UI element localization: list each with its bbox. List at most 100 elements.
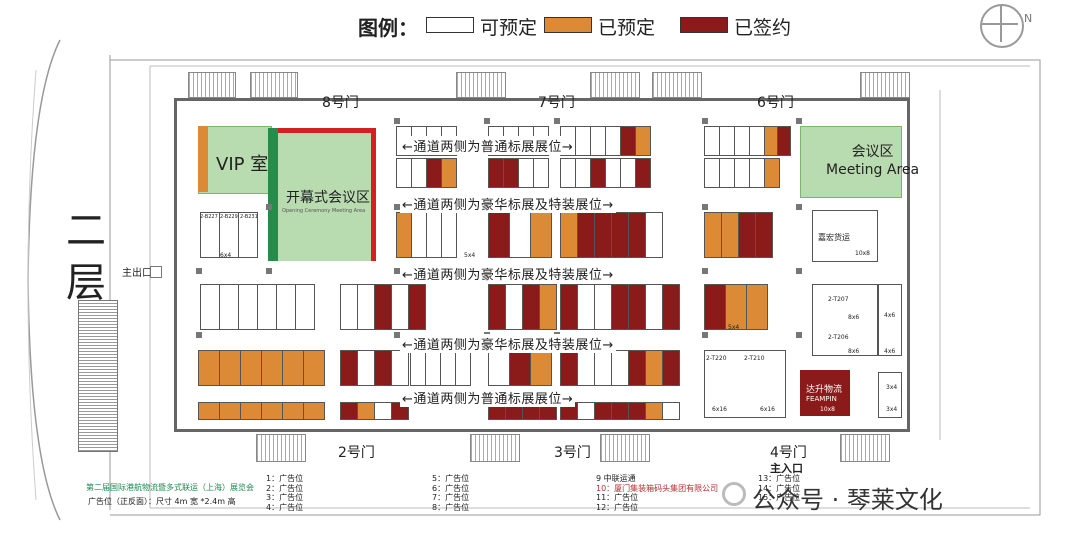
booth[interactable] [611,350,629,386]
booth[interactable] [620,158,636,188]
booth[interactable] [357,402,375,420]
booth[interactable] [441,158,457,188]
booth[interactable] [590,158,606,188]
booth[interactable] [749,158,765,188]
booth[interactable] [219,350,241,386]
booth[interactable] [704,158,720,188]
booth[interactable] [577,402,595,420]
booth[interactable] [503,158,519,188]
booth-t220[interactable] [704,350,786,418]
booth[interactable] [539,284,557,330]
booth[interactable] [488,158,504,188]
booth[interactable] [261,402,283,420]
booth[interactable] [635,126,651,156]
booth[interactable] [734,158,750,188]
booth[interactable] [295,284,315,330]
booth[interactable] [764,126,778,156]
booth[interactable] [746,284,768,330]
booth[interactable] [357,350,375,386]
booth[interactable] [734,126,750,156]
booth[interactable] [560,350,578,386]
booth[interactable] [560,284,578,330]
booth[interactable] [282,350,304,386]
booth[interactable] [594,402,612,420]
booth[interactable] [396,212,412,258]
booth[interactable] [509,212,531,258]
booth[interactable] [577,350,595,386]
booth[interactable] [662,350,680,386]
booth[interactable] [410,350,426,386]
booth-jiahong[interactable] [812,210,878,262]
booth-dalu[interactable] [800,370,850,416]
booth[interactable] [738,212,756,258]
booth[interactable] [719,126,735,156]
booth[interactable] [628,402,646,420]
booth[interactable] [530,350,552,386]
booth[interactable] [440,350,456,386]
booth[interactable] [704,212,722,258]
booth[interactable] [455,350,471,386]
booth[interactable] [303,350,325,386]
booth[interactable] [645,350,663,386]
booth[interactable] [505,284,523,330]
booth[interactable] [518,158,534,188]
booth[interactable] [522,284,540,330]
booth-small[interactable] [878,284,902,356]
booth[interactable] [628,350,646,386]
booth[interactable] [590,126,606,156]
booth[interactable] [276,284,296,330]
booth[interactable] [594,212,612,258]
booth[interactable] [560,158,576,188]
booth[interactable] [340,284,358,330]
booth[interactable] [238,212,258,258]
booth[interactable] [704,126,720,156]
booth[interactable] [611,212,629,258]
booth[interactable] [488,284,506,330]
booth[interactable] [662,402,680,420]
booth[interactable] [219,402,241,420]
booth[interactable] [411,158,427,188]
booth[interactable] [645,402,663,420]
booth[interactable] [777,126,791,156]
booth[interactable] [357,284,375,330]
booth[interactable] [411,212,427,258]
booth[interactable] [620,126,636,156]
booth[interactable] [238,284,258,330]
booth[interactable] [628,284,646,330]
booth[interactable] [575,126,591,156]
booth[interactable] [303,402,325,420]
booth[interactable] [577,212,595,258]
booth[interactable] [340,350,358,386]
booth[interactable] [749,126,765,156]
booth[interactable] [391,350,409,386]
booth[interactable] [219,284,239,330]
booth[interactable] [240,350,262,386]
booth[interactable] [764,158,780,188]
booth[interactable] [198,402,220,420]
booth[interactable] [530,212,552,258]
booth[interactable] [488,212,510,258]
booth[interactable] [426,158,442,188]
booth[interactable] [577,284,595,330]
booth[interactable] [200,284,220,330]
booth[interactable] [533,158,549,188]
booth[interactable] [257,284,277,330]
booth[interactable] [662,284,680,330]
booth[interactable] [509,350,531,386]
booth[interactable] [611,402,629,420]
booth[interactable] [441,212,457,258]
booth[interactable] [282,402,304,420]
booth[interactable] [240,402,262,420]
booth-t207[interactable] [812,284,878,356]
booth[interactable] [488,350,510,386]
booth[interactable] [605,158,621,188]
booth[interactable] [645,212,663,258]
booth[interactable] [635,158,651,188]
booth[interactable] [560,212,578,258]
booth[interactable] [198,350,220,386]
booth[interactable] [605,126,621,156]
booth[interactable] [391,284,409,330]
booth[interactable] [408,284,426,330]
booth[interactable] [575,158,591,188]
booth[interactable] [594,284,612,330]
